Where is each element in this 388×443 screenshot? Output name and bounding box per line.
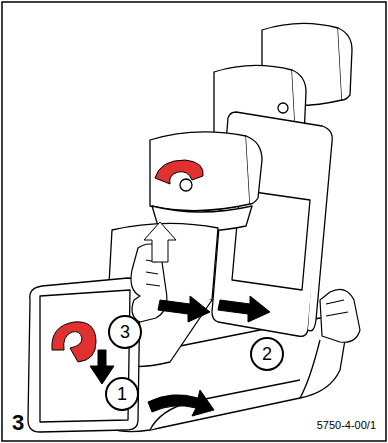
lowest-headrest-part	[150, 132, 250, 211]
motion-arrows-part	[90, 350, 114, 384]
seat-base-part	[300, 340, 320, 398]
hands-part	[146, 260, 160, 286]
lowest-headrest	[150, 132, 262, 231]
motion-arrows	[90, 222, 270, 416]
impact-shield	[28, 278, 140, 432]
motion-arrows-part	[148, 390, 214, 416]
lowest-headrest-part	[246, 136, 262, 204]
callout-circle: 3	[108, 315, 142, 349]
motion-arrows-part	[144, 222, 176, 262]
headrest-adjuster-handle	[155, 160, 203, 184]
callout-number: 3	[120, 323, 130, 341]
impact-shield-part	[52, 322, 96, 362]
headrest-positions-part	[278, 103, 288, 113]
hands-part	[320, 289, 360, 342]
drawing-code: 5750-4-00/1	[317, 419, 376, 431]
headrest-adjuster-handle-part	[155, 160, 203, 184]
callout-circle: 1	[105, 377, 139, 411]
lowest-headrest-part	[180, 179, 192, 191]
figure-number: 3	[12, 410, 24, 436]
callout-number: 2	[262, 345, 272, 363]
hands-part	[326, 300, 348, 316]
impact-shield-part	[28, 278, 140, 432]
motion-arrows-part	[158, 296, 210, 322]
callout-circle: 2	[250, 337, 284, 371]
motion-arrows-part	[218, 296, 270, 322]
callout-number: 1	[117, 385, 127, 403]
headrest-positions-part	[338, 28, 352, 100]
